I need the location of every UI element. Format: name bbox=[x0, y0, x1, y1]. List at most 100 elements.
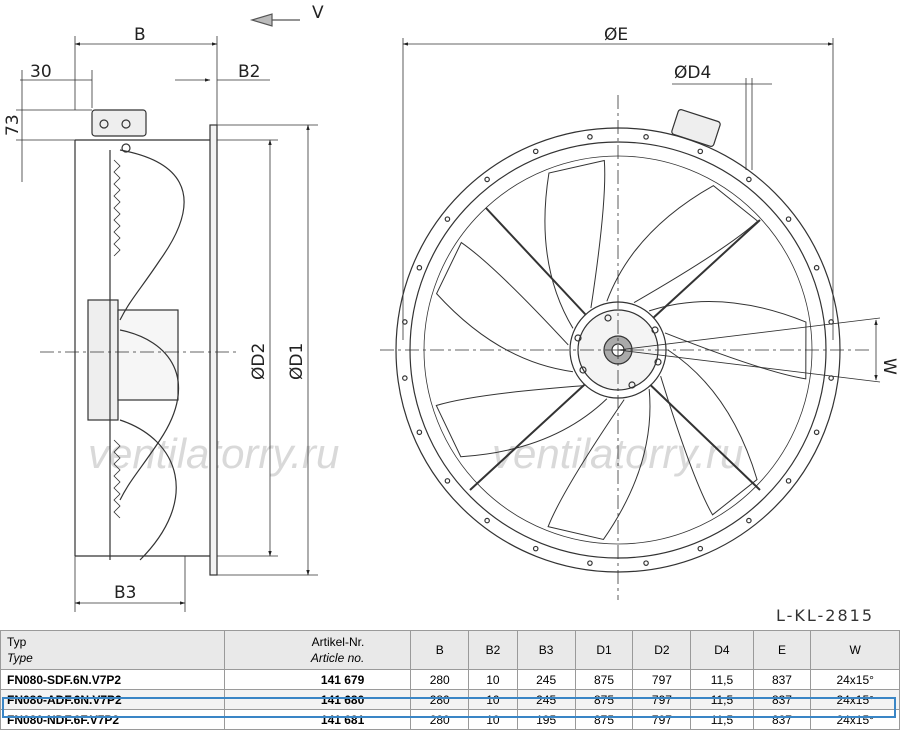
mounting-hole bbox=[785, 216, 792, 222]
mounting-hole bbox=[785, 478, 792, 484]
cell-b2: 10 bbox=[468, 689, 518, 710]
column-header-9: E bbox=[752, 630, 812, 670]
column-header-label: W bbox=[849, 643, 861, 657]
fan-blade bbox=[660, 349, 758, 516]
column-header-label: B3 bbox=[538, 643, 554, 657]
cell-d2: 797 bbox=[632, 669, 692, 690]
cell-b2: 10 bbox=[468, 669, 518, 690]
cell-e: 837 bbox=[752, 709, 812, 730]
fan-blade bbox=[435, 385, 608, 458]
dim-d1-label: ØD1 bbox=[287, 343, 307, 380]
mounting-hole bbox=[697, 545, 704, 552]
mounting-hole bbox=[402, 375, 408, 381]
dim-73-label: 73 bbox=[3, 114, 23, 136]
mounting-hole bbox=[697, 148, 704, 155]
cell-b2: 10 bbox=[468, 709, 518, 730]
dim-d2-label: ØD2 bbox=[249, 343, 269, 380]
cell-b: 280 bbox=[410, 689, 470, 710]
cell-b3: 245 bbox=[516, 669, 576, 690]
cell-w: 24x15° bbox=[810, 669, 900, 690]
mounting-hole bbox=[587, 560, 593, 566]
mounting-hole bbox=[587, 134, 593, 140]
column-header-sublabel: Type bbox=[7, 651, 33, 665]
mounting-hole bbox=[416, 429, 423, 436]
cell-e: 837 bbox=[752, 669, 812, 690]
flow-label: V bbox=[312, 3, 324, 23]
fan-blade bbox=[435, 241, 574, 373]
column-header-5: B3 bbox=[516, 630, 576, 670]
cell-d2: 797 bbox=[632, 689, 692, 710]
column-header-label: B bbox=[435, 643, 444, 657]
cell-d1: 875 bbox=[574, 689, 634, 710]
fan-blade bbox=[547, 389, 651, 541]
front-view bbox=[380, 38, 881, 600]
dim-b2-label: B2 bbox=[238, 62, 260, 82]
cell-d2: 797 bbox=[632, 709, 692, 730]
mounting-hole bbox=[746, 176, 752, 183]
column-header-2: Artikel-Nr. Article no. bbox=[223, 630, 412, 670]
mounting-hole bbox=[813, 429, 820, 436]
mounting-hole bbox=[746, 517, 752, 524]
fan-blade bbox=[649, 300, 807, 380]
cell-w: 24x15° bbox=[810, 689, 900, 710]
column-header-label: B2 bbox=[485, 643, 501, 657]
mounting-hole bbox=[484, 517, 490, 524]
column-header-label: Typ bbox=[7, 635, 27, 649]
dim-d4-label: ØD4 bbox=[674, 63, 711, 83]
cell-d4: 11,5 bbox=[690, 669, 754, 690]
mounting-hole bbox=[643, 560, 649, 566]
column-header-3: B bbox=[410, 630, 470, 670]
column-header-label: D1 bbox=[596, 643, 612, 657]
dim-w-label: W bbox=[879, 358, 899, 375]
mounting-hole bbox=[444, 478, 451, 484]
cell-d1: 875 bbox=[574, 669, 634, 690]
mounting-hole bbox=[444, 216, 451, 222]
column-header-6: D1 bbox=[574, 630, 634, 670]
mounting-hole bbox=[532, 148, 539, 155]
dim-e-label: ØE bbox=[604, 25, 628, 45]
dim-b3-label: B3 bbox=[114, 583, 136, 603]
mounting-hole bbox=[416, 264, 423, 271]
cell-article: 141 680 bbox=[223, 689, 412, 710]
cell-d4: 11,5 bbox=[690, 709, 754, 730]
column-header-label: Artikel-Nr. bbox=[311, 635, 365, 649]
column-header-7: D2 bbox=[632, 630, 692, 670]
cell-type: FN080-NDF.6F.V7P2 bbox=[0, 709, 225, 730]
cell-b: 280 bbox=[410, 669, 470, 690]
column-header-8: D4 bbox=[690, 630, 754, 670]
cell-d1: 875 bbox=[574, 709, 634, 730]
dim-b-label: B bbox=[134, 25, 146, 45]
technical-drawing: ventilatorry.ru ventilatorry.ru bbox=[3, 3, 899, 612]
cell-article: 141 681 bbox=[223, 709, 412, 730]
dim-30-label: 30 bbox=[30, 62, 52, 82]
mounting-hole bbox=[484, 176, 490, 183]
column-header-10: W bbox=[810, 630, 900, 670]
cell-b3: 245 bbox=[516, 689, 576, 710]
mounting-hole bbox=[532, 545, 539, 552]
column-header-4: B2 bbox=[468, 630, 518, 670]
cell-type: FN080-SDF.6N.V7P2 bbox=[0, 669, 225, 690]
cell-article: 141 679 bbox=[223, 669, 412, 690]
cell-type: FN080-ADF.6N.V7P2 bbox=[0, 689, 225, 710]
cell-w: 24x15° bbox=[810, 709, 900, 730]
side-view bbox=[16, 13, 318, 612]
fan-blade bbox=[606, 185, 759, 304]
mounting-hole bbox=[813, 264, 820, 271]
fan-blade bbox=[544, 159, 606, 329]
column-header-label: E bbox=[777, 643, 786, 657]
column-header-label: D4 bbox=[714, 643, 730, 657]
column-header-sublabel: Article no. bbox=[310, 651, 365, 665]
cell-b3: 195 bbox=[516, 709, 576, 730]
mounting-hole bbox=[643, 134, 649, 140]
cell-e: 837 bbox=[752, 689, 812, 710]
cell-d4: 11,5 bbox=[690, 689, 754, 710]
column-header-label: D2 bbox=[654, 643, 670, 657]
cell-b: 280 bbox=[410, 709, 470, 730]
